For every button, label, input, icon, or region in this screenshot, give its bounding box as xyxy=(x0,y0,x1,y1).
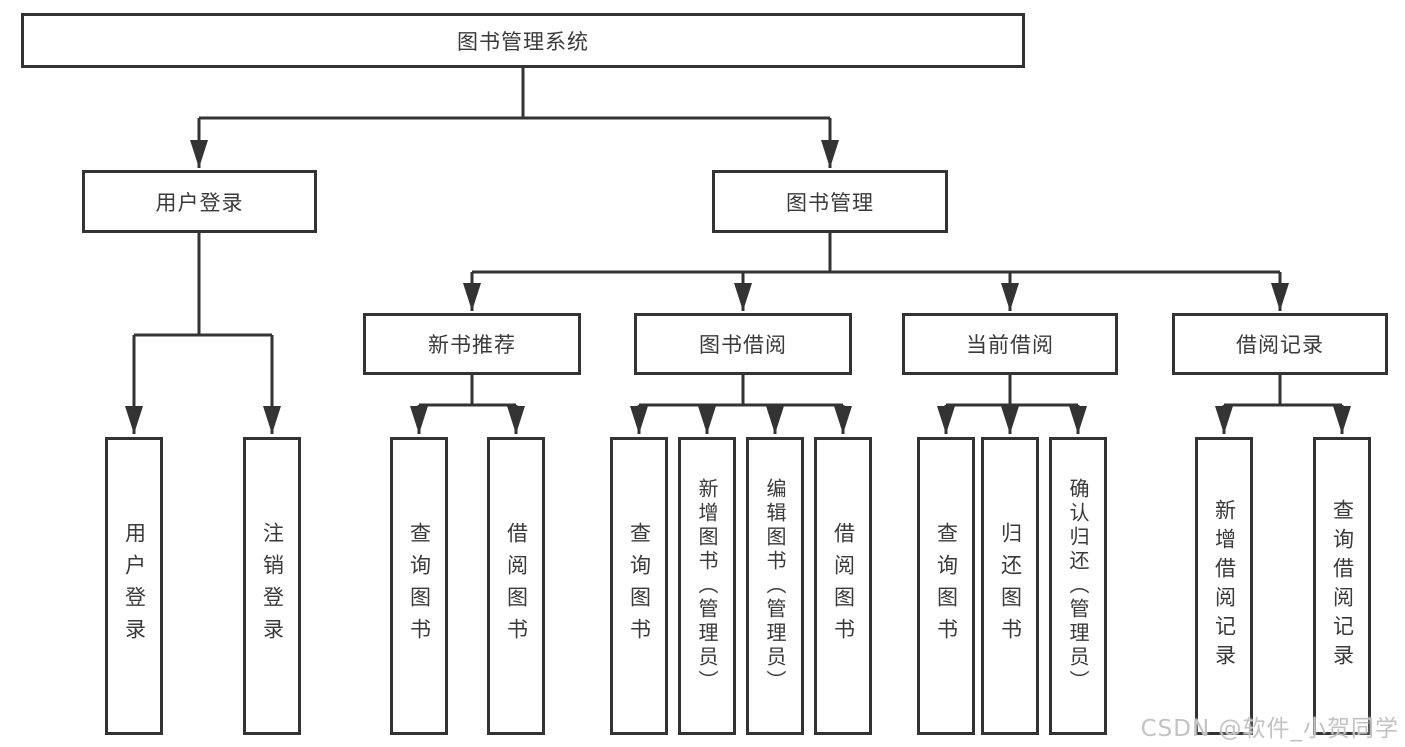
node-leaf-confirm-return-admin: 确认归还（管理员） xyxy=(1049,437,1107,735)
node-leaf-query-books-2: 查询图书 xyxy=(610,437,668,735)
connector-borrow-trunk xyxy=(639,375,843,407)
connector-login-trunk xyxy=(134,233,272,337)
leaf-label: 查询图书 xyxy=(627,522,652,650)
leaf-label: 查询借阅记录 xyxy=(1330,499,1355,673)
leaf-label: 借阅图书 xyxy=(831,522,856,650)
node-leaf-edit-books-admin: 编辑图书（管理员） xyxy=(746,437,804,735)
connector-current-trunk xyxy=(946,375,1078,407)
leaf-label: 用户登录 xyxy=(122,522,147,650)
node-leaf-borrow-books-1: 借阅图书 xyxy=(487,437,545,735)
leaf-label: 借阅图书 xyxy=(504,522,529,650)
node-leaf-return-books: 归还图书 xyxy=(981,437,1039,735)
csdn-watermark: CSDN @软件_小贺同学 xyxy=(1140,716,1399,742)
connector-root-trunk xyxy=(199,68,830,120)
node-borrowing-records: 借阅记录 xyxy=(1172,313,1388,375)
leaf-label: 归还图书 xyxy=(998,522,1023,650)
node-book-management: 图书管理 xyxy=(712,170,948,233)
leaf-label: 新增借阅记录 xyxy=(1212,499,1237,673)
leaf-label: 编辑图书（管理员） xyxy=(763,478,787,694)
leaf-label: 确认归还（管理员） xyxy=(1066,478,1090,694)
node-book-borrowing: 图书借阅 xyxy=(634,313,852,375)
node-leaf-borrow-books-2: 借阅图书 xyxy=(814,437,872,735)
node-leaf-add-borrow-record: 新增借阅记录 xyxy=(1195,437,1253,735)
connector-records-trunk xyxy=(1224,375,1342,407)
leaf-label: 注销登录 xyxy=(260,522,285,650)
node-leaf-query-borrow-record: 查询借阅记录 xyxy=(1313,437,1371,735)
leaf-label: 查询图书 xyxy=(934,522,959,650)
leaf-label: 新增图书（管理员） xyxy=(695,478,719,694)
node-leaf-query-books-3: 查询图书 xyxy=(917,437,975,735)
node-leaf-logout: 注销登录 xyxy=(243,437,301,735)
node-leaf-add-books-admin: 新增图书（管理员） xyxy=(678,437,736,735)
node-leaf-query-books-1: 查询图书 xyxy=(390,437,448,735)
node-current-borrowing: 当前借阅 xyxy=(902,313,1118,375)
connector-mgmt-trunk xyxy=(472,233,1280,274)
connector-newbooks-trunk xyxy=(419,375,516,407)
node-library-management-system: 图书管理系统 xyxy=(21,13,1025,68)
leaf-label: 查询图书 xyxy=(407,522,432,650)
node-user-login: 用户登录 xyxy=(82,170,317,233)
node-leaf-user-login: 用户登录 xyxy=(105,437,163,735)
node-new-book-recommend: 新书推荐 xyxy=(363,313,581,375)
